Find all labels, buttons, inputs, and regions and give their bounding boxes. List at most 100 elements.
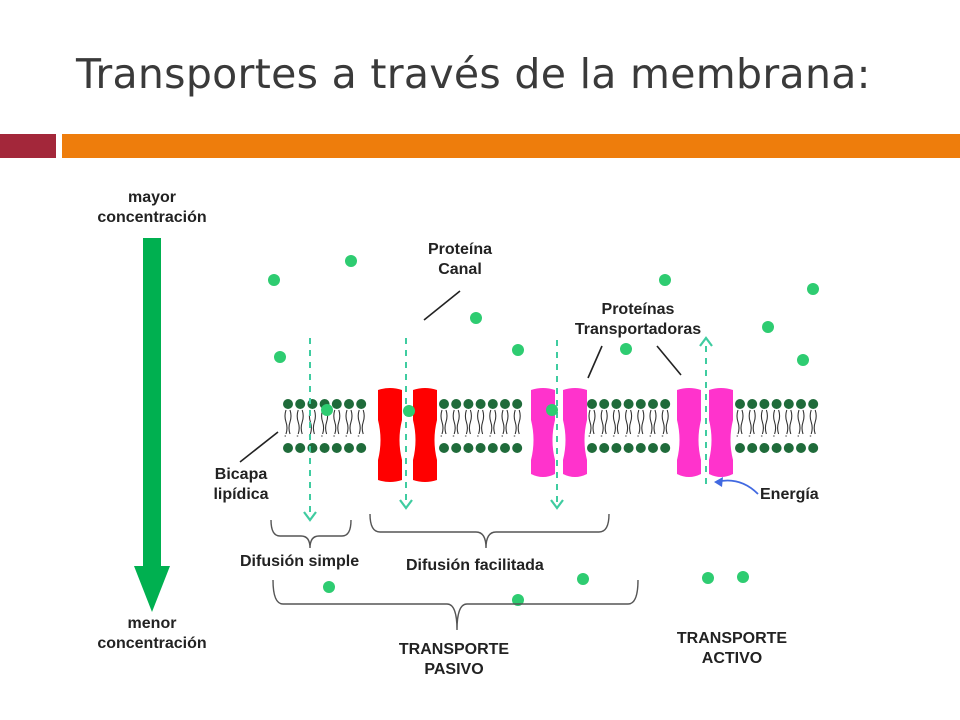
label-higher-line1: mayor bbox=[127, 189, 177, 206]
lipid-head-outer bbox=[344, 399, 354, 409]
concentration-gradient-arrow bbox=[134, 238, 170, 612]
lipid-head-outer bbox=[759, 399, 770, 409]
label-channel-protein: Proteína Canal bbox=[400, 240, 520, 280]
lipid-tail bbox=[464, 409, 472, 437]
lipid-head-inner bbox=[660, 443, 671, 453]
lipid-tail bbox=[625, 409, 633, 437]
energy-arrow bbox=[714, 477, 759, 495]
lipid-head-outer bbox=[331, 399, 342, 409]
lipid-tail bbox=[284, 409, 292, 437]
lipid-head-inner bbox=[487, 443, 498, 453]
lipid-head-inner bbox=[759, 443, 770, 453]
label-lower-line2: concentración bbox=[97, 635, 207, 652]
label-higher-concentration: mayor concentración bbox=[82, 188, 222, 228]
lipid-head-outer bbox=[512, 399, 523, 409]
label-carrier-proteins: Proteínas Transportadoras bbox=[548, 300, 728, 340]
lipid-head-outer bbox=[623, 399, 634, 409]
lipid-head-outer bbox=[796, 399, 806, 409]
lipid-head-outer bbox=[660, 399, 671, 409]
solute-molecules bbox=[268, 255, 819, 606]
lipid-tail bbox=[785, 409, 793, 437]
lipid-head-inner bbox=[735, 443, 745, 453]
label-simple-diffusion: Difusión simple bbox=[240, 553, 360, 570]
label-lower-line1: menor bbox=[127, 615, 177, 632]
lipid-head-outer bbox=[635, 399, 646, 409]
lipid-head-inner bbox=[783, 443, 794, 453]
lipid-head-outer bbox=[808, 399, 819, 409]
lipid-bilayer bbox=[283, 399, 819, 453]
lipid-head-inner bbox=[331, 443, 342, 453]
lipid-head-inner bbox=[771, 443, 782, 453]
lipid-tail bbox=[489, 409, 497, 437]
carrier-protein-active bbox=[677, 388, 733, 477]
lipid-tail bbox=[588, 409, 596, 437]
brace-passive-transport bbox=[272, 579, 639, 631]
lipid-head-inner bbox=[808, 443, 819, 453]
lipid-tail bbox=[296, 409, 304, 437]
label-lipid-bilayer: Bicapa lipídica bbox=[196, 465, 286, 505]
lipid-tail bbox=[773, 409, 781, 437]
lipid-head-outer bbox=[735, 399, 745, 409]
label-channel-line1: Proteína bbox=[427, 241, 492, 258]
lipid-head-outer bbox=[463, 399, 474, 409]
lipid-head-outer bbox=[439, 399, 449, 409]
label-bilayer-line1: Bicapa bbox=[214, 466, 268, 483]
lipid-head-inner bbox=[463, 443, 474, 453]
lipid-head-inner bbox=[295, 443, 306, 453]
label-active-line1: TRANSPORTE bbox=[676, 630, 788, 647]
label-facilitated-diffusion: Difusión facilitada bbox=[406, 557, 544, 574]
lipid-tail bbox=[600, 409, 608, 437]
lipid-head-outer bbox=[487, 399, 498, 409]
lipid-head-inner bbox=[796, 443, 806, 453]
lipid-head-outer bbox=[295, 399, 306, 409]
lipid-head-inner bbox=[599, 443, 610, 453]
lipid-head-outer bbox=[747, 399, 758, 409]
lipid-tail bbox=[477, 409, 485, 437]
callout-lines bbox=[239, 290, 682, 463]
lipid-head-inner bbox=[283, 443, 293, 453]
lipid-head-inner bbox=[587, 443, 597, 453]
lipid-head-outer bbox=[611, 399, 622, 409]
lipid-tail bbox=[345, 409, 353, 437]
lipid-head-outer bbox=[451, 399, 462, 409]
label-energy: Energía bbox=[760, 486, 819, 503]
lipid-head-inner bbox=[611, 443, 622, 453]
lipid-head-outer bbox=[283, 399, 293, 409]
lipid-tail bbox=[797, 409, 805, 437]
lipid-tail bbox=[736, 409, 744, 437]
label-bilayer-line2: lipídica bbox=[213, 486, 269, 503]
lipid-head-inner bbox=[344, 443, 354, 453]
lipid-tail bbox=[333, 409, 341, 437]
lipid-tail bbox=[440, 409, 448, 437]
label-higher-line2: concentración bbox=[97, 209, 207, 226]
lipid-tail bbox=[748, 409, 756, 437]
lipid-tail bbox=[661, 409, 669, 437]
lipid-tail bbox=[760, 409, 768, 437]
lipid-head-outer bbox=[771, 399, 782, 409]
lipid-head-outer bbox=[648, 399, 658, 409]
accent-bar-orange bbox=[62, 134, 960, 158]
lipid-tail bbox=[357, 409, 365, 437]
lipid-head-outer bbox=[599, 399, 610, 409]
lipid-head-outer bbox=[500, 399, 510, 409]
carrier-protein-facilitated bbox=[531, 388, 587, 477]
lipid-head-inner bbox=[451, 443, 462, 453]
label-carrier-line2: Transportadoras bbox=[574, 321, 702, 338]
lipid-head-inner bbox=[635, 443, 646, 453]
lipid-head-inner bbox=[307, 443, 318, 453]
label-passive-line2: PASIVO bbox=[424, 661, 484, 678]
lipid-head-outer bbox=[356, 399, 367, 409]
lipid-head-inner bbox=[439, 443, 449, 453]
label-carrier-line1: Proteínas bbox=[601, 301, 675, 318]
lipid-tail bbox=[513, 409, 521, 437]
lipid-tail bbox=[501, 409, 509, 437]
lipid-head-inner bbox=[319, 443, 330, 453]
label-active-line2: ACTIVO bbox=[701, 650, 763, 667]
label-passive-transport: TRANSPORTE PASIVO bbox=[380, 640, 528, 680]
lipid-head-inner bbox=[623, 443, 634, 453]
lipid-head-outer bbox=[783, 399, 794, 409]
lipid-head-inner bbox=[356, 443, 367, 453]
brace-facilitated-diffusion bbox=[369, 513, 610, 549]
brace-simple-diffusion bbox=[270, 519, 352, 549]
braces bbox=[270, 513, 639, 631]
